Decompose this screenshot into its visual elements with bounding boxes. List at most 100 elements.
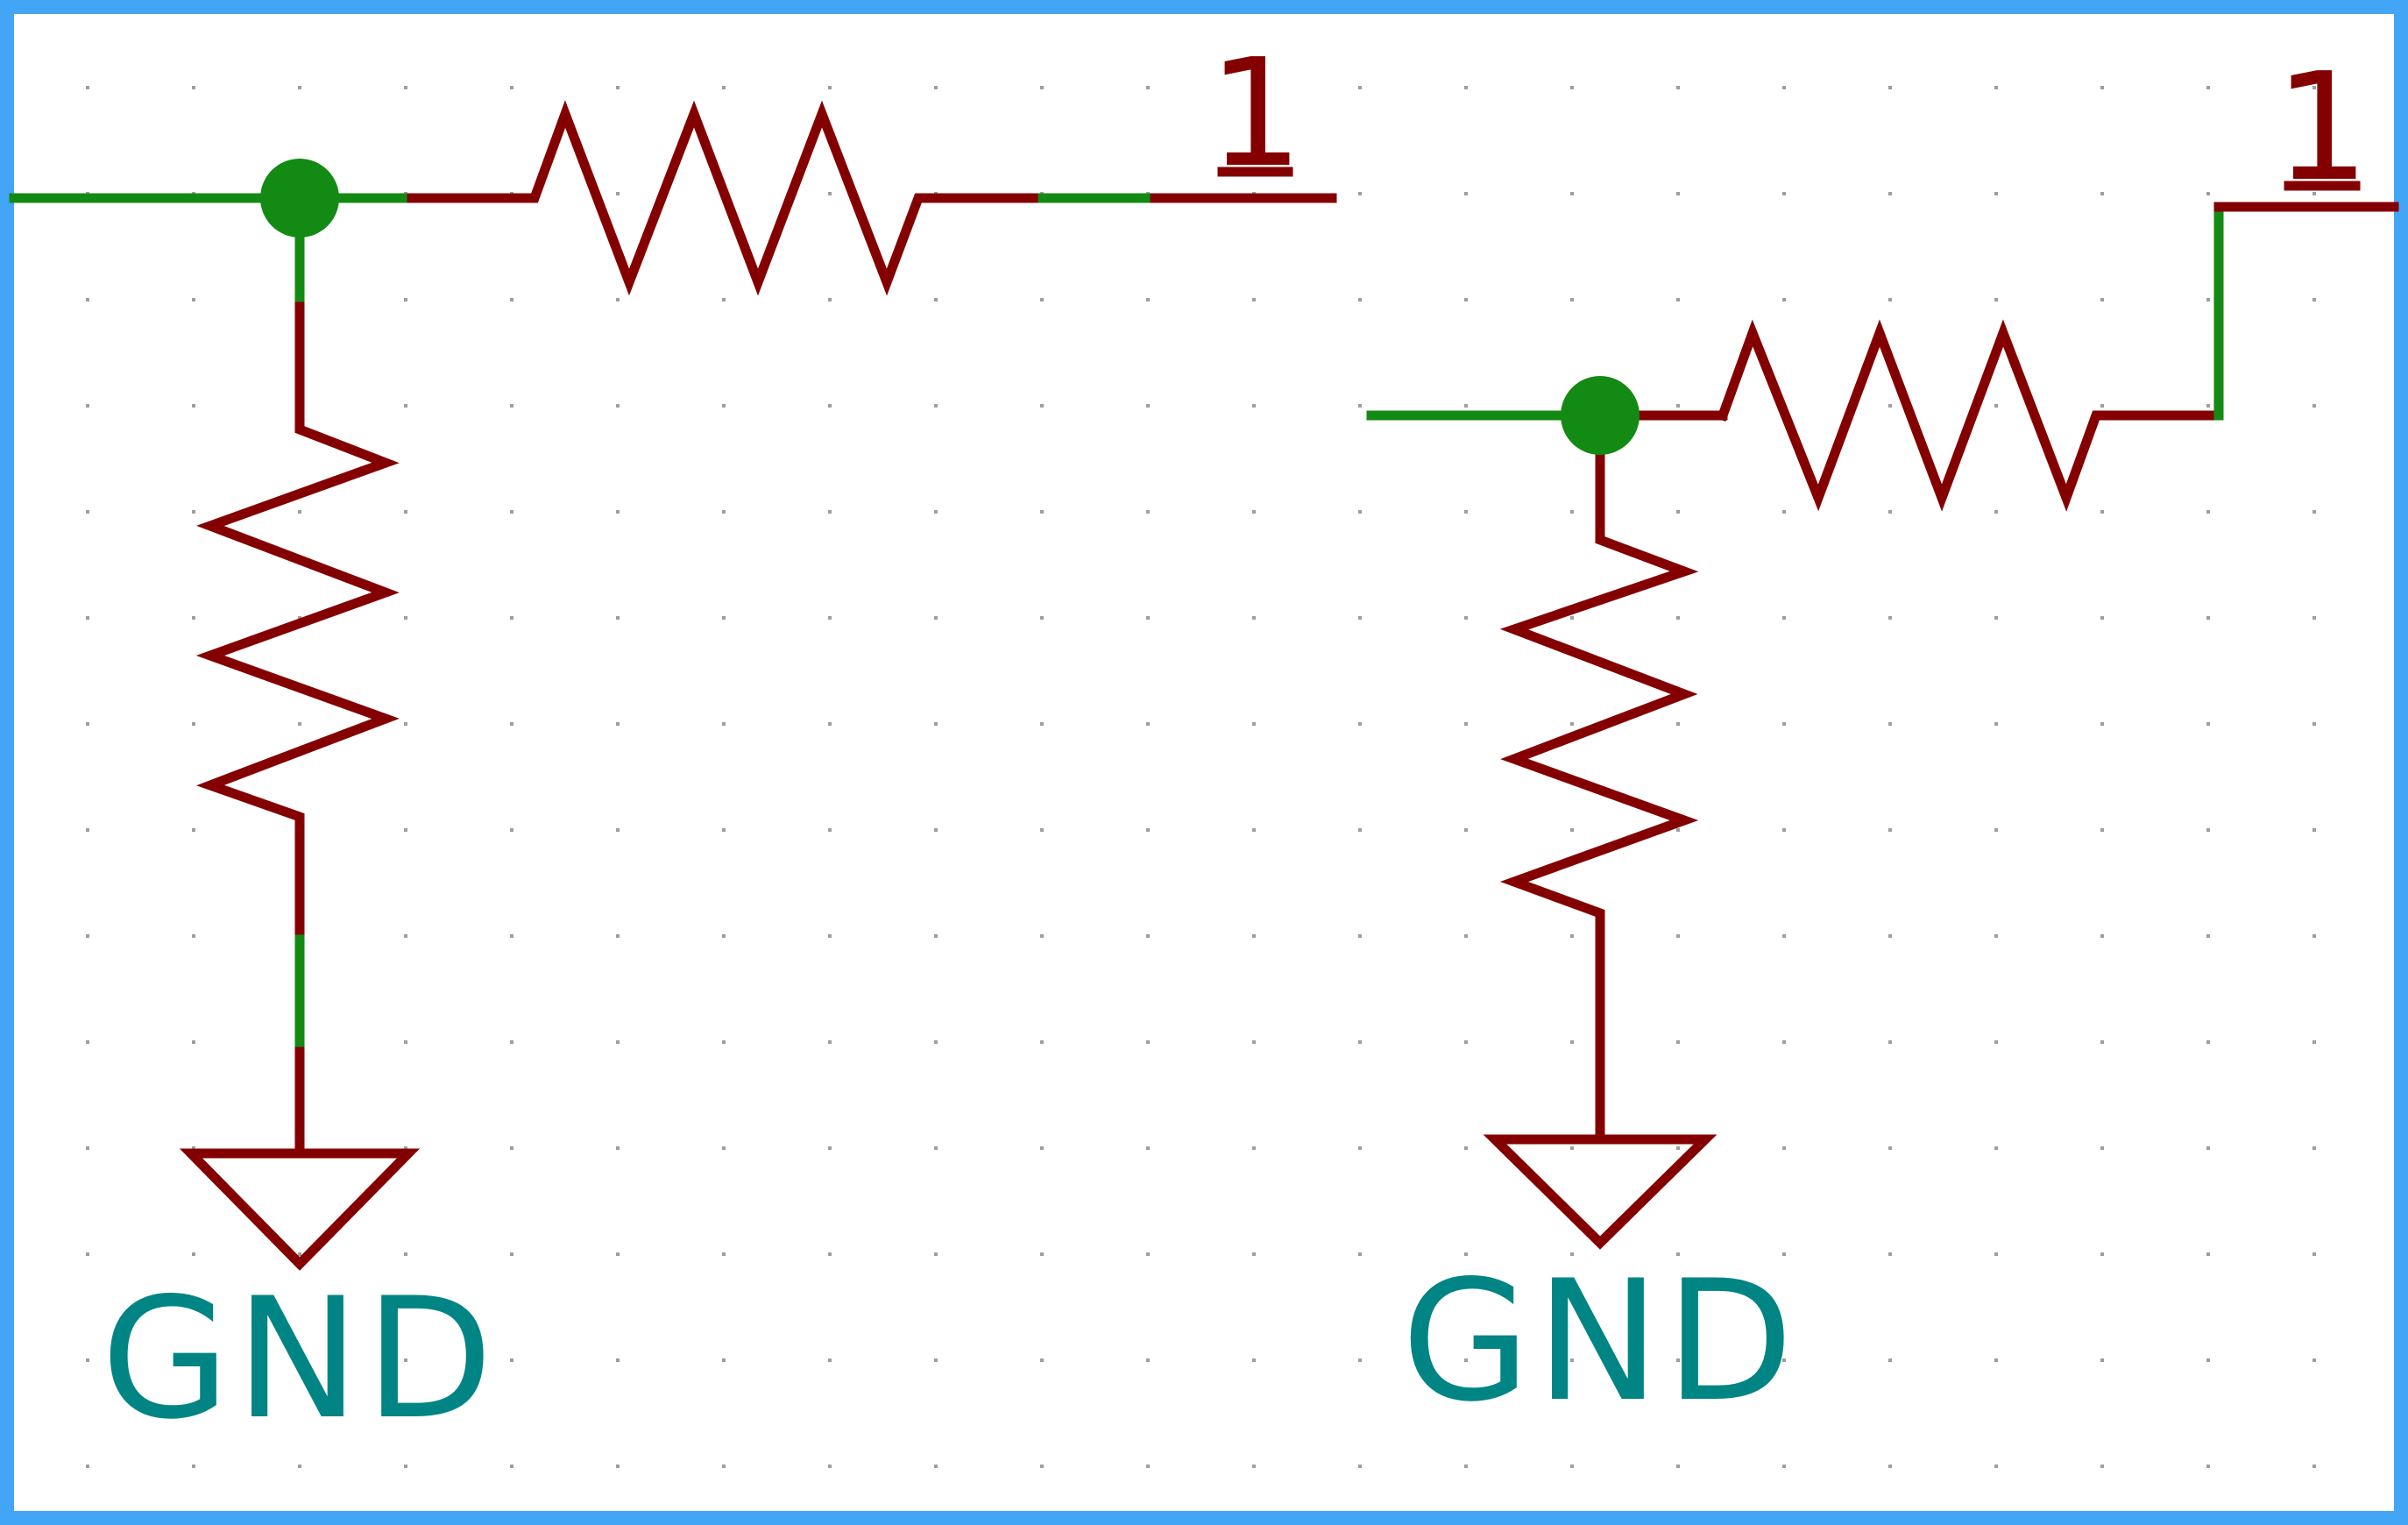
grid-dot xyxy=(1252,616,1256,620)
grid-dot xyxy=(192,1040,195,1044)
grid-dot xyxy=(298,1252,301,1256)
grid-dot xyxy=(298,1465,301,1468)
grid-dot xyxy=(1252,510,1256,514)
grid-dot xyxy=(86,934,89,938)
grid-dot xyxy=(1358,616,1362,620)
grid-dot xyxy=(616,934,620,938)
grid-dot xyxy=(616,1252,620,1256)
grid-dot xyxy=(404,298,407,301)
grid-dot xyxy=(1252,1358,1256,1362)
grid-dot xyxy=(1782,192,1786,195)
grid-dot xyxy=(404,616,407,620)
grid-dot xyxy=(404,404,407,408)
junction-dot-right[interactable] xyxy=(1561,376,1640,455)
grid-dot xyxy=(2312,404,2316,408)
resistor-shunt-left[interactable] xyxy=(195,301,400,945)
grid-dot xyxy=(2312,86,2316,89)
grid-dot xyxy=(2312,1252,2316,1256)
grid-dot xyxy=(1040,1465,1044,1468)
resistor-shunt-left-body xyxy=(195,301,400,945)
grid-dot xyxy=(510,510,513,514)
grid-dot xyxy=(1994,828,1998,832)
grid-dot xyxy=(1782,828,1786,832)
grid-dot xyxy=(1040,722,1044,726)
grid-dot xyxy=(510,1358,513,1362)
resistor-series-right[interactable] xyxy=(1716,319,2224,512)
grid-dot xyxy=(86,828,89,832)
grid-dot xyxy=(2100,404,2104,408)
grid-dot xyxy=(1040,1040,1044,1044)
grid-dot xyxy=(2312,722,2316,726)
grid-dot xyxy=(1994,934,1998,938)
grid-dot xyxy=(298,1358,301,1362)
resistor-shunt-right-body xyxy=(1499,410,1699,1145)
grid-dot xyxy=(2206,1252,2210,1256)
grid-dot xyxy=(298,510,301,514)
grid-dot xyxy=(1676,298,1680,301)
grid-dot xyxy=(2100,298,2104,301)
grid-dot xyxy=(1464,404,1468,408)
resistor-series-left[interactable] xyxy=(407,100,1048,296)
grid-dot xyxy=(510,1465,513,1468)
grid-dot xyxy=(510,616,513,620)
circuit-right xyxy=(1366,181,2399,1250)
grid-dot xyxy=(1994,192,1998,195)
grid-dot xyxy=(828,404,832,408)
grid-dot xyxy=(1994,404,1998,408)
grid-dot xyxy=(1782,1040,1786,1044)
grid-dot xyxy=(1676,192,1680,195)
grid-dot xyxy=(934,934,938,938)
grid-dot xyxy=(1676,404,1680,408)
grid-dot xyxy=(1358,828,1362,832)
grid-dot xyxy=(404,86,407,89)
grid-dot xyxy=(2206,86,2210,89)
grid-dot xyxy=(722,404,726,408)
grid-dot xyxy=(1358,86,1362,89)
grid-dot xyxy=(192,298,195,301)
grid-dot xyxy=(1994,1465,1998,1468)
grid-dot xyxy=(722,828,726,832)
grid-dot xyxy=(1040,510,1044,514)
grid-dot xyxy=(298,722,301,726)
grid-dot xyxy=(1570,934,1574,938)
grid-dot xyxy=(1994,1252,1998,1256)
grid-dot xyxy=(1464,934,1468,938)
grid-dot xyxy=(828,1252,832,1256)
grid-dot xyxy=(1146,722,1150,726)
grid-dot xyxy=(828,828,832,832)
grid-dot xyxy=(1252,1146,1256,1150)
grid-dot xyxy=(828,298,832,301)
grid-dot xyxy=(1040,1252,1044,1256)
ground-symbol-right[interactable] xyxy=(1483,1134,1717,1250)
grid-dot xyxy=(1782,1358,1786,1362)
grid-dot xyxy=(86,1040,89,1044)
grid-dot xyxy=(1888,616,1892,620)
resistor-series-right-body xyxy=(1716,319,2224,512)
grid-dot xyxy=(1570,1040,1574,1044)
grid-dot xyxy=(1888,722,1892,726)
grid-dot xyxy=(2100,722,2104,726)
grid-dot xyxy=(828,86,832,89)
grid-dot xyxy=(1994,298,1998,301)
grid-dot xyxy=(1146,1146,1150,1150)
grid-dot xyxy=(1782,510,1786,514)
grid-dot xyxy=(1252,1465,1256,1468)
grid-dot xyxy=(1994,1358,1998,1362)
grid-dot xyxy=(1146,86,1150,89)
junction-dot-left[interactable] xyxy=(260,159,339,238)
grid-dot xyxy=(192,86,195,89)
resistor-shunt-right[interactable] xyxy=(1499,410,1699,1145)
grid-dot xyxy=(1888,934,1892,938)
grid-dot xyxy=(298,86,301,89)
grid-dot xyxy=(1570,1358,1574,1362)
grid-dot xyxy=(722,1146,726,1150)
ground-symbol-left[interactable] xyxy=(179,1148,421,1271)
grid-dot xyxy=(616,298,620,301)
grid-dot xyxy=(1888,1465,1892,1468)
grid-dot xyxy=(1994,510,1998,514)
grid-dot xyxy=(616,192,620,195)
grid-dot xyxy=(510,298,513,301)
grid-dot xyxy=(510,1252,513,1256)
